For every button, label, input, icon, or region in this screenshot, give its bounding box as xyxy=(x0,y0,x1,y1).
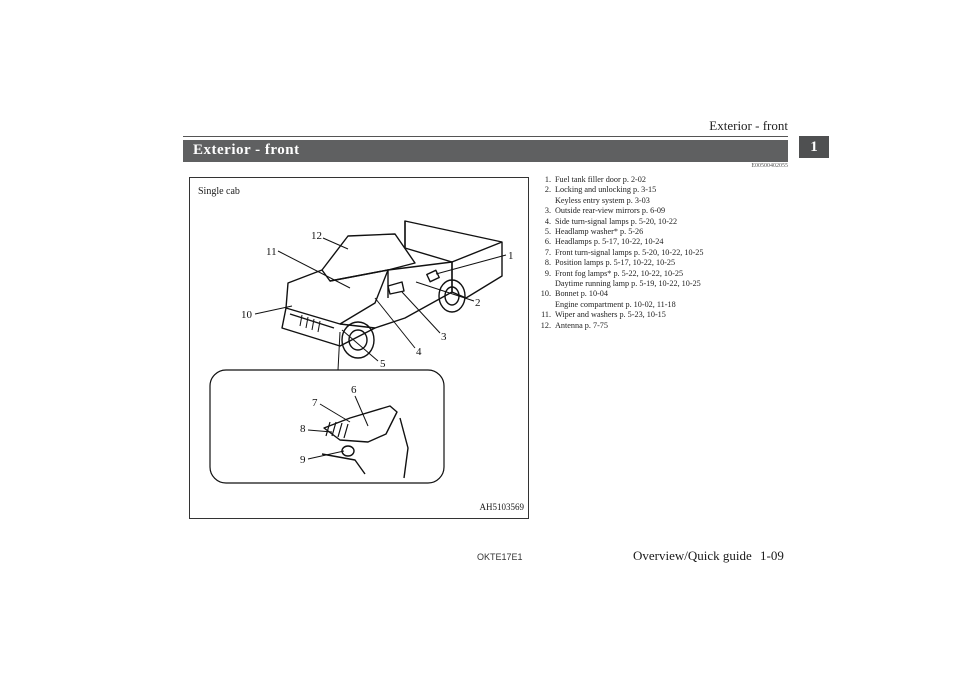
list-item-line: Wiper and washers p. 5-23, 10-15 xyxy=(555,310,666,320)
list-item-line: Headlamp washer* p. 5-26 xyxy=(555,227,644,237)
running-header-title: Exterior - front xyxy=(709,118,788,133)
callout-9: 9 xyxy=(300,454,306,466)
list-item-text: Side turn-signal lamps p. 5-20, 10-22 xyxy=(555,217,777,227)
callout-1: 1 xyxy=(508,250,514,262)
footer-manual-code: OKTE17E1 xyxy=(477,552,523,562)
footer-section-name: Overview/Quick guide xyxy=(633,548,752,563)
list-item-text: Position lamps p. 5-17, 10-22, 10-25 xyxy=(555,258,777,268)
list-item-line: Keyless entry system p. 3-03 xyxy=(555,195,650,205)
callout-10: 10 xyxy=(241,309,253,321)
list-item-line: Locking and unlocking p. 3-15 xyxy=(555,185,657,195)
list-item: 1. Fuel tank filler door p. 2-02 xyxy=(537,175,777,185)
section-title: Exterior - front xyxy=(193,142,300,158)
list-item-number: 12. xyxy=(540,320,551,330)
list-item: 12. Antenna p. 7-75 xyxy=(537,321,777,331)
list-item: 4. Side turn-signal lamps p. 5-20, 10-22 xyxy=(537,217,777,227)
list-item-text: Fuel tank filler door p. 2-02 xyxy=(555,175,777,185)
figure-box: 1 2 3 4 5 6 7 8 9 10 11 12 Single cab AH… xyxy=(189,177,529,519)
list-item: 3. Outside rear-view mirrors p. 6-09 xyxy=(537,206,777,216)
header-rule xyxy=(183,136,788,137)
list-item: 7. Front turn-signal lamps p. 5-20, 10-22… xyxy=(537,248,777,258)
callout-8: 8 xyxy=(300,423,306,435)
list-item-text: Outside rear-view mirrors p. 6-09 xyxy=(555,206,777,216)
list-item-text: Antenna p. 7-75 xyxy=(555,321,777,331)
list-item-line: Position lamps p. 5-17, 10-22, 10-25 xyxy=(555,258,676,268)
list-item-line: Headlamps p. 5-17, 10-22, 10-24 xyxy=(555,237,664,247)
chapter-tab[interactable]: 1 xyxy=(799,136,829,158)
list-item-line: Engine compartment p. 10-02, 11-18 xyxy=(555,299,676,309)
figure-caption: Single cab xyxy=(198,186,240,197)
list-item-number: 9. xyxy=(544,268,551,278)
callout-12: 12 xyxy=(311,230,322,242)
list-item-text: Headlamps p. 5-17, 10-22, 10-24 xyxy=(555,237,777,247)
list-item-text: Front turn-signal lamps p. 5-20, 10-22, … xyxy=(555,248,777,258)
callout-7: 7 xyxy=(312,397,318,409)
section-title-bar: Exterior - front xyxy=(183,140,788,162)
list-item-text: Headlamp washer* p. 5-26 xyxy=(555,227,777,237)
list-item: 8. Position lamps p. 5-17, 10-22, 10-25 xyxy=(537,258,777,268)
list-item-line: Fuel tank filler door p. 2-02 xyxy=(555,175,646,184)
list-item-line: Front fog lamps* p. 5-22, 10-22, 10-25 xyxy=(555,268,684,278)
list-item: 6. Headlamps p. 5-17, 10-22, 10-24 xyxy=(537,237,777,247)
list-item-number: 5. xyxy=(544,227,551,237)
list-item-line: Side turn-signal lamps p. 5-20, 10-22 xyxy=(555,216,678,226)
item-list: 1. Fuel tank filler door p. 2-02 2. Locking… xyxy=(537,175,777,331)
list-item-number: 3. xyxy=(544,206,551,216)
list-item-line: Daytime running lamp p. 5-19, 10-22, 10-… xyxy=(555,279,701,289)
list-item: 9. Front fog lamps* p. 5-22, 10-22, 10-25… xyxy=(537,269,777,290)
list-item: 11. Wiper and washers p. 5-23, 10-15 xyxy=(537,310,777,320)
list-item-line: Antenna p. 7-75 xyxy=(555,320,608,330)
pickup-illustration: 1 2 3 4 5 6 7 8 9 10 11 12 xyxy=(209,220,514,484)
callout-4: 4 xyxy=(416,346,422,358)
list-item-number: 8. xyxy=(544,258,551,268)
section-reference-code: E00500402055 xyxy=(751,163,788,169)
callout-3: 3 xyxy=(441,331,447,343)
footer-page-number: 1-09 xyxy=(760,548,784,563)
list-item: 5. Headlamp washer* p. 5-26 xyxy=(537,227,777,237)
list-item-text: Wiper and washers p. 5-23, 10-15 xyxy=(555,310,777,320)
list-item-line: Front turn-signal lamps p. 5-20, 10-22, … xyxy=(555,247,704,257)
list-item-number: 4. xyxy=(544,216,551,226)
callout-2: 2 xyxy=(475,297,481,309)
callout-11: 11 xyxy=(266,246,277,258)
list-item-number: 6. xyxy=(544,237,551,247)
callout-5: 5 xyxy=(380,358,386,370)
list-item-number: 2. xyxy=(544,185,551,195)
list-item-line: Bonnet p. 10-04 xyxy=(555,289,608,299)
callout-6: 6 xyxy=(351,384,357,396)
list-item-number: 7. xyxy=(544,247,551,257)
figure-image-code: AH5103569 xyxy=(479,502,525,512)
list-item-number: 1. xyxy=(544,175,551,184)
list-item-number: 10. xyxy=(540,289,551,299)
list-item-number: 11. xyxy=(541,310,551,320)
list-item-line: Outside rear-view mirrors p. 6-09 xyxy=(555,206,666,216)
